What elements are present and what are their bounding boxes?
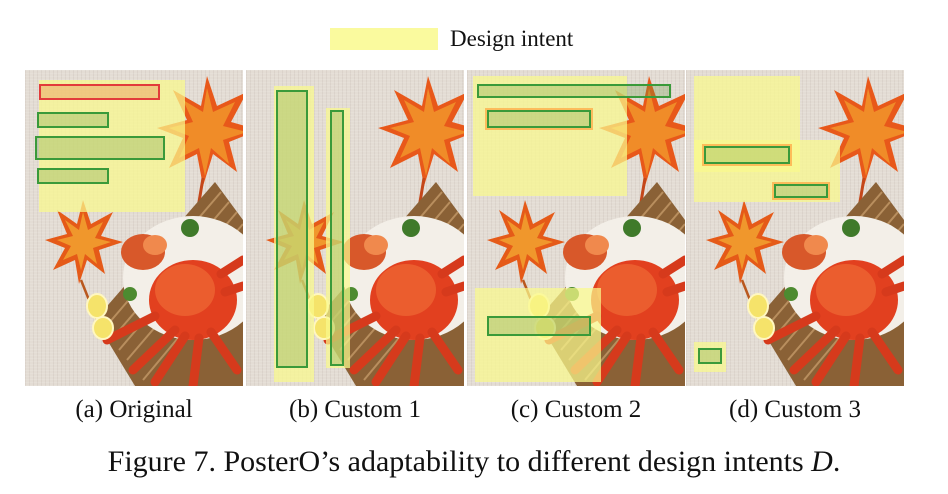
legend-label: Design intent bbox=[450, 26, 574, 51]
design-intent-region bbox=[39, 80, 185, 212]
caption-end: . bbox=[832, 445, 841, 478]
text-box bbox=[37, 168, 109, 184]
legend: Design intent bbox=[330, 26, 573, 52]
text-box bbox=[704, 146, 790, 164]
text-box bbox=[477, 84, 671, 98]
figure-caption: Figure 7. PosterO’s adaptability to diff… bbox=[0, 445, 948, 479]
panel-custom-2 bbox=[467, 70, 685, 386]
panel-label-custom-2: (c) Custom 2 bbox=[510, 396, 642, 423]
text-box bbox=[330, 110, 344, 366]
text-box bbox=[487, 316, 591, 336]
panel-label-custom-1: (b) Custom 1 bbox=[289, 396, 421, 423]
caption-variable: D bbox=[811, 445, 833, 478]
text-box bbox=[276, 90, 308, 368]
panel-original bbox=[25, 70, 243, 386]
text-box bbox=[37, 112, 109, 128]
panel-label-original: (a) Original bbox=[75, 396, 193, 423]
caption-text: Figure 7. PosterO’s adaptability to diff… bbox=[107, 445, 804, 478]
legend-swatch bbox=[330, 28, 438, 50]
text-box bbox=[698, 348, 722, 364]
text-box bbox=[774, 184, 828, 198]
panel-custom-3 bbox=[686, 70, 904, 386]
design-intent-region bbox=[694, 140, 840, 202]
title-box bbox=[39, 84, 160, 100]
panel-custom-1 bbox=[246, 70, 464, 386]
panel-label-custom-3: (d) Custom 3 bbox=[729, 396, 861, 423]
text-box bbox=[487, 110, 591, 128]
text-box bbox=[35, 136, 165, 160]
